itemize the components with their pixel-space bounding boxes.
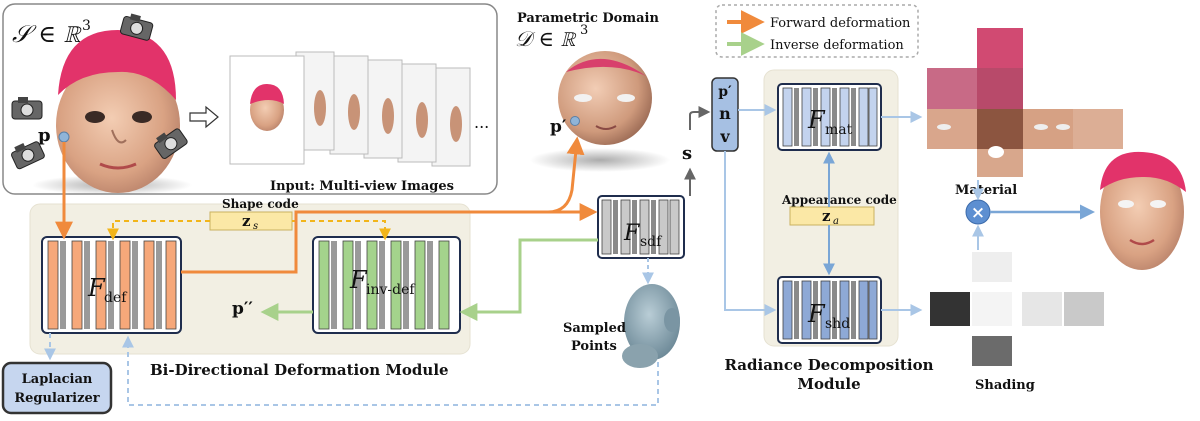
point-p-marker	[58, 131, 70, 143]
sdf-to-vector-arrow	[689, 106, 711, 130]
f-def-network	[41, 236, 182, 334]
sampled-points-line-1: Sampled	[563, 321, 626, 336]
f-inv-def-label: F inv-def	[349, 266, 416, 298]
svg-text:z: z	[822, 207, 831, 225]
material-texture-map	[927, 28, 1123, 177]
appearance-code-symbol: z a	[822, 207, 839, 227]
appearance-code-box	[789, 206, 875, 226]
svg-text:z: z	[242, 212, 251, 230]
multiply-icon: ×	[965, 199, 991, 225]
camera-icon	[11, 97, 43, 120]
f-sdf-label: F sdf	[623, 221, 663, 250]
forward-arrow-to-domain	[296, 136, 585, 214]
laplacian-line-1: Laplacian	[22, 372, 93, 387]
f-inv-def-network	[312, 236, 461, 334]
point-p-prime-label: p′	[550, 117, 567, 137]
input-set-label: 𝒮 ∈ ℝ 3	[12, 18, 91, 48]
hollow-arrow-icon	[189, 105, 219, 129]
vector-row-n: n	[719, 104, 731, 123]
image-stack-ellipsis: ...	[474, 113, 489, 132]
legend-forward-label: Forward deformation	[770, 16, 911, 31]
sampled-points-line-2: Points	[571, 339, 617, 354]
f-mat-network	[777, 83, 882, 151]
radiance-module-line-2: Module	[797, 375, 860, 393]
shape-code-dashed-arrows	[107, 220, 391, 241]
f-shd-label: F shd	[807, 300, 850, 332]
svg-text:sdf: sdf	[640, 234, 663, 250]
svg-text:F: F	[349, 266, 368, 294]
svg-text:mat: mat	[825, 122, 853, 138]
camera-icon	[11, 141, 45, 170]
svg-text:3: 3	[580, 23, 588, 38]
multi-view-image-stack	[229, 51, 471, 167]
svg-text:𝒟 ∈ ℝ: 𝒟 ∈ ℝ	[515, 27, 577, 51]
svg-text:shd: shd	[825, 316, 850, 332]
svg-text:s: s	[253, 221, 258, 232]
input-caption: Input: Multi-view Images	[270, 179, 454, 194]
camera-icon	[154, 128, 188, 159]
svg-text:a: a	[833, 216, 839, 227]
f-shd-network	[777, 276, 882, 344]
svg-text:F: F	[807, 106, 826, 134]
shading-label: Shading	[975, 378, 1035, 393]
vector-to-fshd-arrow	[724, 151, 777, 316]
svg-text:F: F	[807, 300, 826, 328]
svg-text:F: F	[623, 221, 640, 246]
shape-code-box	[209, 211, 293, 231]
laplacian-line-2: Regularizer	[14, 391, 99, 406]
sampled-points-feedback-dashed-line	[122, 335, 659, 406]
shape-code-label: Shape code	[222, 197, 299, 211]
domain-title: Parametric Domain	[517, 11, 659, 26]
f-sdf-network	[597, 195, 685, 259]
svg-text:3: 3	[82, 18, 91, 34]
svg-text:def: def	[104, 290, 128, 306]
svg-text:𝒮 ∈ ℝ: 𝒮 ∈ ℝ	[12, 20, 83, 48]
parametric-sphere-image	[530, 51, 670, 172]
svg-text:F: F	[87, 274, 106, 302]
f-mat-label: F mat	[807, 106, 853, 138]
vector-row-p-prime: p′	[718, 84, 732, 100]
sampled-points-head-image	[622, 284, 680, 368]
shape-code-symbol: z s	[242, 212, 258, 232]
f-def-label: F def	[87, 274, 128, 306]
svg-text:×: ×	[971, 203, 985, 223]
point-p-double-prime-label: p′′	[232, 299, 253, 319]
camera-icon	[119, 13, 154, 41]
legend-box	[715, 4, 919, 58]
legend-inverse-label: Inverse deformation	[770, 38, 904, 53]
deformation-module-label: Bi-Directional Deformation Module	[150, 361, 449, 379]
point-p-label: p	[38, 125, 51, 146]
rendered-face-output	[1100, 151, 1186, 270]
sdf-output-s-label: s	[682, 143, 692, 164]
svg-text:inv-def: inv-def	[366, 282, 416, 298]
inverse-arrow-sdf-to-finv	[459, 238, 598, 321]
radiance-module-line-1: Radiance Decomposition	[725, 356, 934, 374]
input-face-image	[32, 30, 192, 195]
material-label: Material	[955, 183, 1017, 198]
shading-map	[930, 252, 1104, 366]
domain-set-label: 𝒟 ∈ ℝ 3	[515, 23, 588, 51]
appearance-code-label: Appearance code	[781, 193, 897, 207]
vector-row-v: v	[719, 127, 730, 146]
point-p-prime-marker	[570, 116, 580, 126]
laplacian-regularizer-box	[1, 361, 113, 415]
